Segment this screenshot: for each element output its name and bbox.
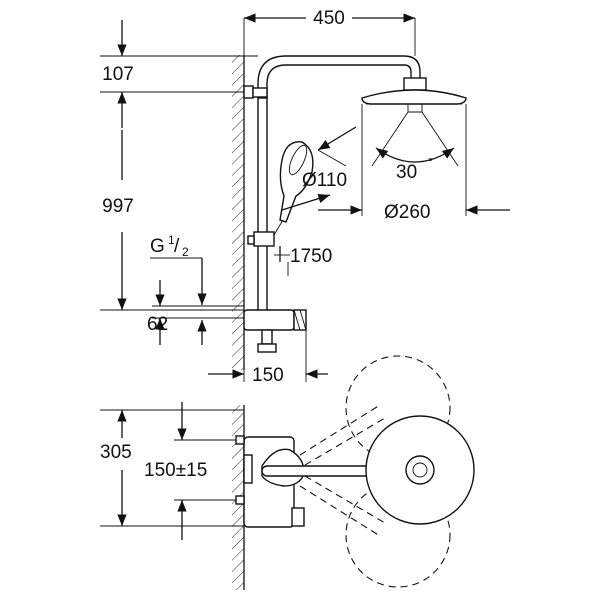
label-head-diameter: Ø260 bbox=[384, 202, 430, 223]
dim-1750: 1750 bbox=[274, 246, 332, 276]
thermostat-front bbox=[243, 309, 307, 353]
label-angle: 30 bbox=[396, 162, 417, 183]
dim-hand-diameter: Ø110 bbox=[281, 126, 357, 211]
label-150-front: 150 bbox=[252, 365, 284, 386]
dim-thread: G 1 / 2 bbox=[150, 233, 207, 305]
dim-62: 62 bbox=[147, 280, 244, 345]
wall-front bbox=[232, 55, 245, 370]
dim-305: 305 bbox=[100, 409, 244, 527]
front-view: 450 107 997 G 1 / 2 bbox=[100, 8, 510, 386]
dim-head-diameter: Ø260 bbox=[318, 104, 510, 223]
label-450: 450 bbox=[313, 8, 345, 29]
label-hand-diameter: Ø110 bbox=[302, 170, 347, 191]
hand-shower bbox=[273, 141, 314, 262]
top-view: 305 150±15 bbox=[100, 355, 475, 590]
head-top bbox=[261, 415, 475, 525]
label-thread-g: G bbox=[150, 236, 165, 257]
label-thread-den: 2 bbox=[182, 245, 189, 259]
dim-150-front: 150 bbox=[208, 330, 328, 386]
dim-107: 107 bbox=[100, 20, 258, 128]
head-shower bbox=[361, 77, 467, 113]
label-997: 997 bbox=[102, 196, 134, 217]
label-107: 107 bbox=[102, 64, 134, 85]
label-62: 62 bbox=[147, 314, 168, 335]
label-thread-num: 1 bbox=[168, 233, 175, 247]
dim-centers: 150±15 bbox=[144, 402, 236, 540]
dim-997: 997 bbox=[100, 130, 244, 311]
label-centers: 150±15 bbox=[144, 460, 207, 481]
dim-450: 450 bbox=[243, 8, 416, 56]
label-angle-unit: ° bbox=[428, 155, 433, 169]
dim-angle: 30 ° bbox=[371, 111, 459, 183]
label-1750: 1750 bbox=[290, 246, 332, 267]
label-305: 305 bbox=[100, 442, 132, 463]
label-thread-slash: / bbox=[174, 236, 180, 257]
